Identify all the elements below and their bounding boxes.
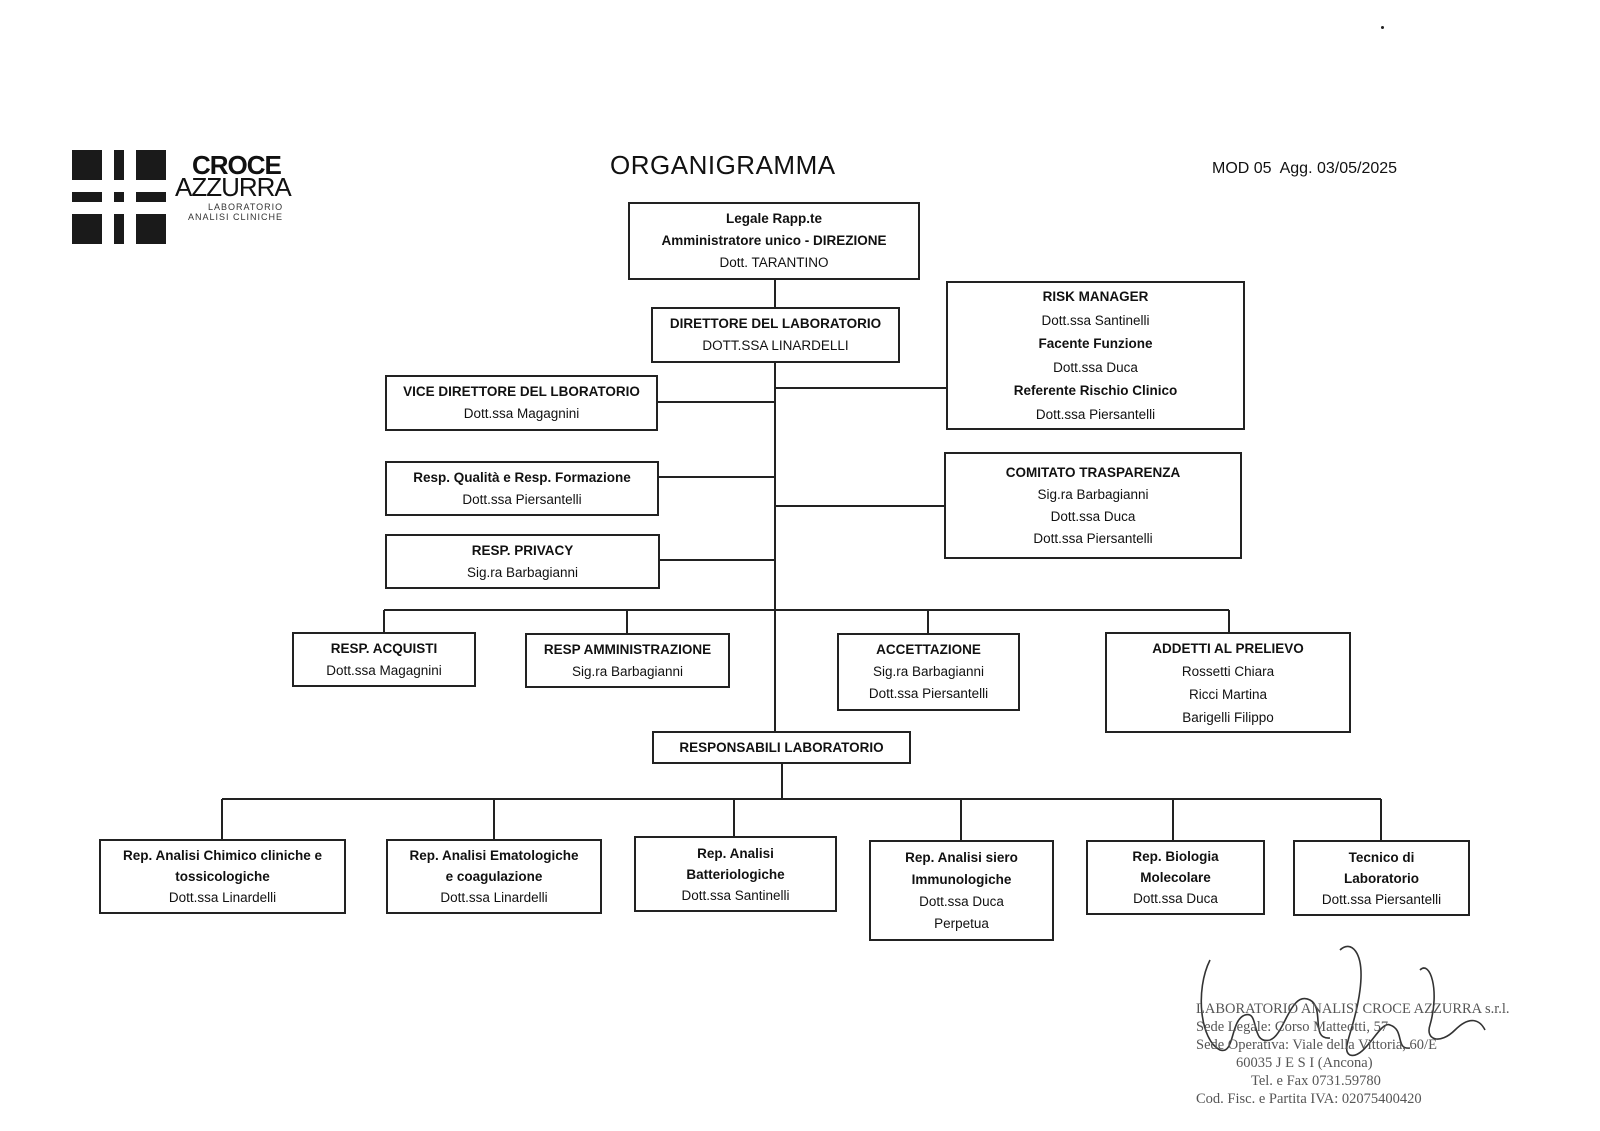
stamp-sede-legale: Sede Legale: Corso Matteotti, 57 bbox=[1196, 1019, 1389, 1035]
page-title: ORGANIGRAMMA bbox=[610, 150, 836, 180]
stamp-city: 60035 J E S I (Ancona) bbox=[1236, 1055, 1373, 1071]
logo-line-1: CROCE bbox=[192, 150, 282, 180]
box-title: COMITATO TRASPARENZA bbox=[1005, 464, 1181, 480]
box-person: Dott.ssa Duca bbox=[1053, 359, 1138, 375]
box-title: RESP AMMINISTRAZIONE bbox=[543, 641, 712, 657]
document-code: MOD 05 Agg. 03/05/2025 bbox=[1212, 160, 1397, 178]
box-resp-amministrazione: RESP AMMINISTRAZIONE Sig.ra Barbagianni bbox=[525, 633, 730, 688]
box-risk-manager: RISK MANAGER Dott.ssa Santinelli Facente… bbox=[946, 281, 1245, 430]
box-person: Dott.ssa Santinelli bbox=[681, 887, 790, 903]
box-person: Sig.ra Barbagianni bbox=[872, 664, 985, 679]
box-title: Immunologiche bbox=[911, 871, 1012, 887]
box-title: Laboratorio bbox=[1343, 870, 1419, 886]
stamp-vat: Cod. Fisc. e Partita IVA: 02075400420 bbox=[1196, 1091, 1422, 1107]
company-stamp: LABORATORIO ANALISI CROCE AZZURRA s.r.l.… bbox=[1196, 1000, 1516, 1108]
box-person: Dott.ssa Duca bbox=[1050, 508, 1136, 524]
box-person: Dott.ssa Magagnini bbox=[463, 406, 580, 421]
stamp-phone: Tel. e Fax 0731.59780 bbox=[1251, 1073, 1381, 1089]
box-title: Rep. Biologia bbox=[1132, 849, 1219, 864]
scan-speck bbox=[1381, 26, 1384, 29]
box-resp-privacy: RESP. PRIVACY Sig.ra Barbagianni bbox=[385, 534, 660, 589]
box-person: Dott.ssa Piersantelli bbox=[1321, 891, 1442, 907]
box-title: Molecolare bbox=[1140, 870, 1211, 885]
box-person: Dott.ssa Magagnini bbox=[326, 662, 442, 678]
box-person: Barigelli Filippo bbox=[1182, 709, 1274, 725]
box-title: Legale Rapp.te bbox=[725, 211, 823, 226]
box-person: Sig.ra Barbagianni bbox=[1037, 486, 1149, 502]
box-title: Rep. Analisi Chimico cliniche e bbox=[122, 848, 323, 863]
box-title: RESP. PRIVACY bbox=[471, 542, 574, 558]
box-person: Dott.ssa Piersantelli bbox=[462, 491, 582, 507]
box-person: Dott.ssa Piersantelli bbox=[1033, 530, 1153, 546]
box-person: Perpetua bbox=[934, 915, 989, 931]
box-title: VICE DIRETTORE DEL LBORATORIO bbox=[403, 384, 640, 399]
box-title: Rep. Analisi bbox=[697, 845, 774, 861]
box-addetti-prelievo: ADDETTI AL PRELIEVO Rossetti Chiara Ricc… bbox=[1105, 632, 1351, 733]
box-tecnico-laboratorio: Tecnico di Laboratorio Dott.ssa Piersant… bbox=[1293, 840, 1470, 916]
box-title: tossicologiche bbox=[175, 869, 270, 884]
box-role: Facente Funzione bbox=[1038, 336, 1153, 351]
box-title: RESP. ACQUISTI bbox=[330, 640, 438, 656]
logo: CROCE AZZURRA LABORATORIO ANALISI CLINIC… bbox=[72, 150, 302, 250]
box-title: RISK MANAGER bbox=[1042, 289, 1149, 304]
box-responsabili-laboratorio: RESPONSABILI LABORATORIO bbox=[652, 731, 911, 764]
box-rep-batteriologiche: Rep. Analisi Batteriologiche Dott.ssa Sa… bbox=[634, 836, 837, 912]
box-vice-direttore: VICE DIRETTORE DEL LBORATORIO Dott.ssa M… bbox=[385, 375, 658, 431]
box-person: Dott.ssa Piersantelli bbox=[868, 686, 989, 701]
box-rep-ematologiche: Rep. Analisi Ematologiche e coagulazione… bbox=[386, 839, 602, 914]
box-title: Rep. Analisi Ematologiche bbox=[409, 848, 579, 863]
box-resp-acquisti: RESP. ACQUISTI Dott.ssa Magagnini bbox=[292, 632, 476, 687]
logo-line-3: LABORATORIO bbox=[208, 202, 284, 212]
stamp-sede-operativa: Sede Operativa: Viale della Vittoria, 60… bbox=[1196, 1037, 1437, 1053]
box-comitato-trasparenza: COMITATO TRASPARENZA Sig.ra Barbagianni … bbox=[944, 452, 1242, 559]
box-title: e coagulazione bbox=[445, 869, 543, 884]
box-person: Dott.ssa Duca bbox=[1133, 891, 1218, 906]
box-title: ADDETTI AL PRELIEVO bbox=[1152, 640, 1304, 656]
box-person: Dott. TARANTINO bbox=[719, 255, 829, 270]
revision-date: Agg. 03/05/2025 bbox=[1279, 160, 1398, 177]
box-person: Sig.ra Barbagianni bbox=[571, 663, 684, 679]
box-person: Dott.ssa Santinelli bbox=[1041, 312, 1150, 328]
logo-line-4: ANALISI CLINICHE bbox=[188, 212, 284, 222]
box-subtitle: Amministratore unico - DIREZIONE bbox=[661, 233, 887, 248]
box-person: Sig.ra Barbagianni bbox=[466, 564, 579, 580]
box-title: RESPONSABILI LABORATORIO bbox=[679, 739, 884, 755]
box-title: DIRETTORE DEL LABORATORIO bbox=[669, 316, 882, 331]
box-accettazione: ACCETTAZIONE Sig.ra Barbagianni Dott.ssa… bbox=[837, 633, 1020, 711]
stamp-company: LABORATORIO ANALISI CROCE AZZURRA s.r.l. bbox=[1196, 1001, 1510, 1017]
box-title: Tecnico di bbox=[1348, 849, 1415, 865]
box-person: Dott.ssa Duca bbox=[919, 893, 1004, 909]
box-rep-biologia-molecolare: Rep. Biologia Molecolare Dott.ssa Duca bbox=[1086, 840, 1265, 915]
box-person: Dott.ssa Piersantelli bbox=[1035, 406, 1156, 422]
box-person: DOTT.SSA LINARDELLI bbox=[702, 338, 849, 353]
box-person: Rossetti Chiara bbox=[1181, 663, 1275, 679]
box-title: Batteriologiche bbox=[686, 866, 785, 882]
box-role: Referente Rischio Clinico bbox=[1013, 383, 1178, 398]
box-title: Resp. Qualità e Resp. Formazione bbox=[413, 469, 631, 485]
logo-mark-icon bbox=[72, 150, 166, 244]
box-direttore-laboratorio: DIRETTORE DEL LABORATORIO DOTT.SSA LINAR… bbox=[651, 307, 900, 363]
box-resp-qualita-formazione: Resp. Qualità e Resp. Formazione Dott.ss… bbox=[385, 461, 659, 516]
box-person: Dott.ssa Linardelli bbox=[168, 890, 277, 905]
box-title: ACCETTAZIONE bbox=[876, 642, 981, 657]
handwritten-signature bbox=[1200, 945, 1486, 1056]
box-legale-rappresentante: Legale Rapp.te Amministratore unico - DI… bbox=[628, 202, 920, 280]
mod-number: MOD 05 bbox=[1212, 160, 1272, 177]
box-rep-siero-immunologiche: Rep. Analisi siero Immunologiche Dott.ss… bbox=[869, 840, 1054, 941]
box-rep-chimico-cliniche: Rep. Analisi Chimico cliniche e tossicol… bbox=[99, 839, 346, 914]
box-person: Ricci Martina bbox=[1188, 686, 1267, 702]
logo-line-2: AZZURRA bbox=[175, 172, 292, 202]
box-title: Rep. Analisi siero bbox=[905, 849, 1018, 865]
box-person: Dott.ssa Linardelli bbox=[440, 890, 548, 905]
